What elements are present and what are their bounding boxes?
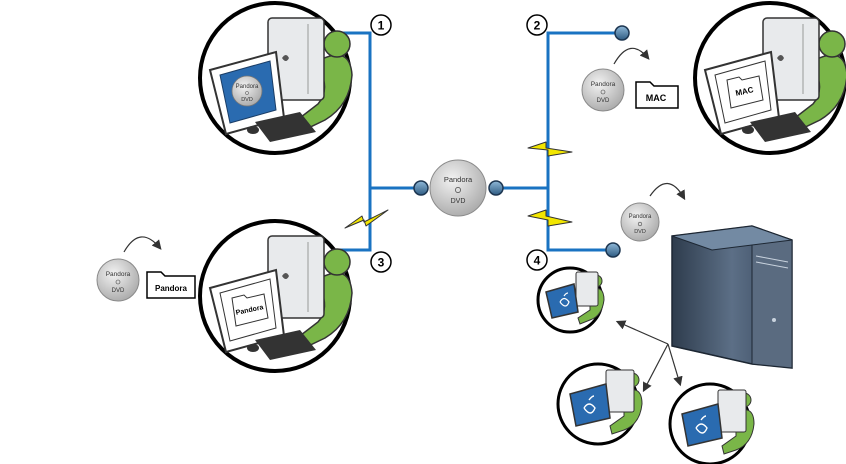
folder-icon — [146, 271, 196, 299]
screen-disc-sub: DVD — [241, 97, 253, 103]
step-badge-4: 4 — [526, 249, 548, 271]
folder-icon — [635, 81, 679, 109]
svg-text:DVD: DVD — [112, 288, 125, 294]
svg-text:Pandora: Pandora — [106, 271, 131, 278]
screen-folder-label: MAC — [735, 85, 755, 98]
node-step2 — [614, 25, 630, 41]
apple-logo-icon — [695, 415, 708, 434]
svg-text:DVD: DVD — [634, 229, 646, 235]
folder-icon — [726, 75, 764, 109]
mouse — [742, 126, 754, 134]
pandora-folder-label: Pandora — [155, 284, 188, 293]
mac-folder-label: MAC — [646, 93, 667, 103]
keyboard — [255, 112, 316, 142]
step-badge-2: 2 — [526, 14, 548, 36]
server: Pandora DVD — [615, 182, 793, 393]
mouse — [247, 126, 259, 134]
link-right-vertical — [546, 31, 620, 252]
step-badge-1: 1 — [370, 14, 392, 36]
wireless-bolts — [344, 141, 573, 229]
screen-disc-label: Pandora — [236, 84, 259, 90]
workstation-step1: Pandora DVD — [198, 1, 353, 155]
lightning-bolt-icon — [527, 209, 573, 227]
arrow-icon — [649, 182, 686, 201]
workstation-step3: Pandora — [198, 219, 353, 373]
mouse — [247, 344, 259, 352]
svg-text:3: 3 — [378, 256, 385, 270]
apple-logo-icon — [583, 395, 596, 414]
workstation-step2: MAC — [693, 1, 846, 155]
disc-to-pandora-folder: Pandora DVD Pandora — [96, 236, 196, 302]
folder-icon — [231, 293, 269, 327]
svg-text:Pandora: Pandora — [591, 81, 616, 88]
svg-text:4: 4 — [534, 254, 541, 268]
svg-text:DVD: DVD — [597, 98, 610, 104]
keyboard — [750, 112, 811, 142]
disc-to-mac-folder: Pandora DVD MAC — [581, 47, 679, 112]
node-step4 — [605, 242, 621, 258]
keyboard — [255, 330, 316, 360]
svg-text:2: 2 — [534, 19, 541, 33]
center-dvd-disc: Pandora DVD — [429, 159, 487, 217]
step-badges: 1 2 3 4 — [370, 14, 548, 273]
apple-logo-icon — [559, 292, 570, 307]
svg-text:Pandora: Pandora — [629, 214, 652, 220]
person-head — [323, 30, 351, 58]
disc-label-title: Pandora — [444, 175, 473, 184]
distribution-arrows — [615, 320, 683, 393]
lightning-bolt-icon — [527, 141, 573, 157]
node-center-right — [488, 180, 504, 196]
client-workstation — [556, 362, 643, 446]
step-badge-3: 3 — [370, 251, 392, 273]
node-center-left — [413, 180, 429, 196]
server-tower-side — [751, 225, 793, 369]
disc-label-sub: DVD — [451, 198, 466, 205]
person-head — [323, 248, 351, 276]
arrow-icon — [123, 236, 162, 253]
svg-text:1: 1 — [378, 19, 385, 33]
lightning-bolt-icon — [344, 209, 389, 229]
client-workstation — [668, 382, 755, 464]
client-workstation — [536, 266, 605, 334]
person-head — [818, 30, 846, 58]
arrow-icon — [613, 47, 650, 65]
